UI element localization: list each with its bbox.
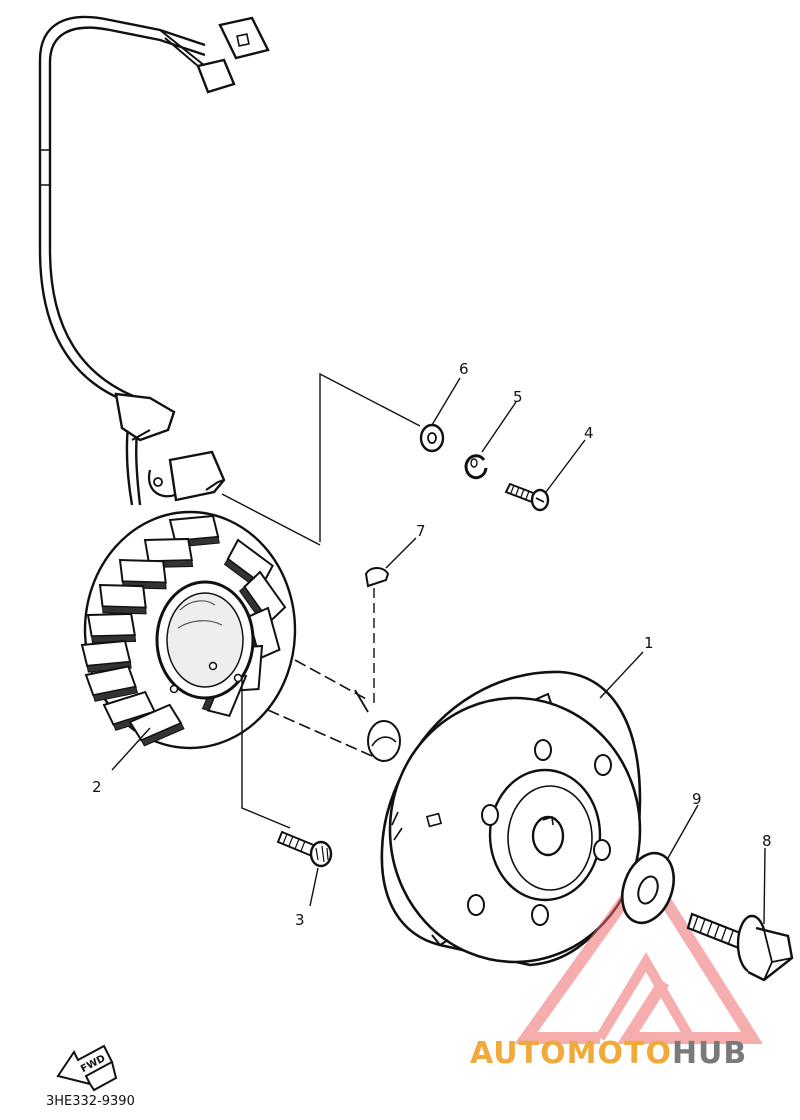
- watermark-brand-part1: AUTOMOTO: [470, 1036, 672, 1071]
- leader-4: [545, 439, 586, 493]
- callout-9: 9: [692, 790, 702, 808]
- wire-harness: [38, 15, 213, 506]
- callout-5: 5: [513, 388, 523, 406]
- leader-6-phantom: [319, 372, 421, 542]
- leader-coil-phantom: [221, 493, 321, 546]
- leader-2: [111, 727, 151, 771]
- wire-connector-small: [196, 58, 236, 94]
- stator-assembly: [77, 509, 297, 750]
- leader-6: [431, 377, 461, 426]
- pan-head-screw: [504, 482, 550, 512]
- pickup-coil: [147, 450, 226, 502]
- lock-washer: [464, 454, 488, 480]
- leader-3: [309, 867, 319, 907]
- wire-connector-large: [218, 16, 270, 60]
- flywheel-rotor: [380, 670, 642, 967]
- callout-4: 4: [584, 424, 594, 442]
- fwd-arrow-icon: FWD: [56, 1044, 118, 1092]
- callout-1: 1: [644, 634, 654, 652]
- leader-3-phantom: [241, 676, 291, 829]
- leader-1: [599, 651, 644, 699]
- wire-grommet: [114, 392, 176, 442]
- leader-lines: [111, 372, 766, 925]
- stator-screw: [276, 830, 333, 868]
- callout-8: 8: [762, 832, 772, 850]
- callout-3: 3: [295, 911, 305, 929]
- callout-6: 6: [459, 360, 469, 378]
- leader-5: [481, 401, 517, 453]
- woodruff-key: [364, 567, 390, 588]
- callout-7: 7: [416, 522, 426, 540]
- watermark-brand: AUTOMOTOHUB: [470, 1036, 747, 1071]
- crankshaft-phantom: [267, 659, 401, 762]
- flywheel-bolt: [686, 912, 794, 982]
- callout-2: 2: [92, 778, 102, 796]
- plain-washer: [419, 423, 445, 453]
- rotor-holes: [467, 739, 612, 926]
- callout-labels: 1 2 3 4 5 6 7 8 9: [92, 360, 772, 929]
- leader-9: [667, 804, 699, 859]
- flywheel-washer: [621, 851, 675, 925]
- diagram-part-code: 3HE332-9390: [46, 1094, 135, 1109]
- leader-7: [385, 537, 417, 569]
- leader-8: [763, 847, 766, 925]
- watermark-brand-part2: HUB: [671, 1036, 748, 1071]
- watermark-logo: [514, 866, 763, 1044]
